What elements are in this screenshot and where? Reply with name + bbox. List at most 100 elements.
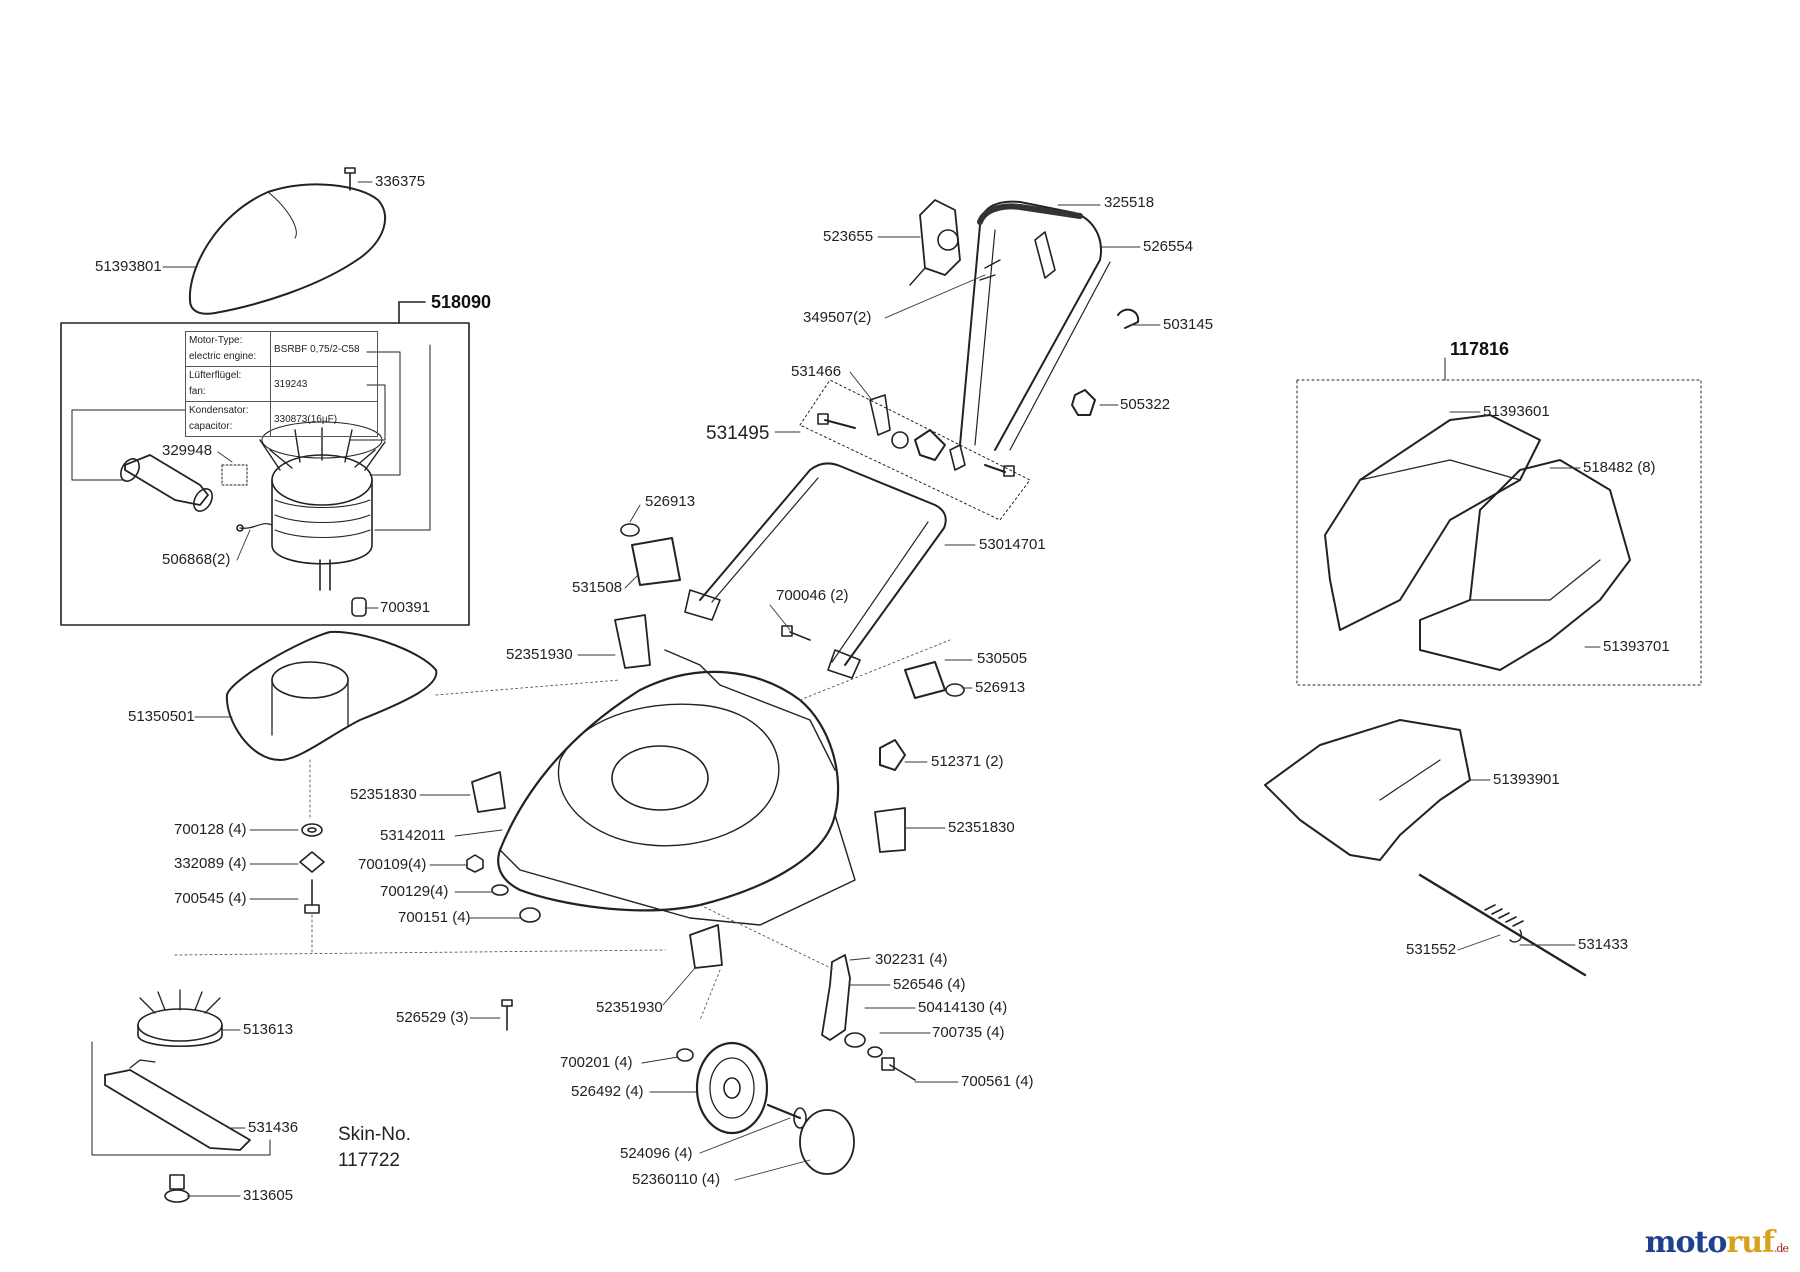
skin-number: Skin-No. 117722 xyxy=(338,1122,411,1174)
part-label: 700561 (4) xyxy=(961,1073,1034,1090)
part-label: 51393901 xyxy=(1493,771,1560,788)
part-label: 52351830 xyxy=(948,819,1015,836)
part-label: 329948 xyxy=(162,442,213,459)
part-label: 526913 xyxy=(975,679,1026,696)
part-label: 531466 xyxy=(791,363,842,380)
motor-housing xyxy=(225,630,438,761)
wheel xyxy=(695,1041,769,1135)
bush-526913 xyxy=(620,523,640,537)
part-label: 336375 xyxy=(375,173,426,190)
part-label: 700129(4) xyxy=(380,883,449,900)
washer-700201 xyxy=(676,1048,694,1062)
part-label: 518482 (8) xyxy=(1583,459,1656,476)
part-label: 526492 (4) xyxy=(571,1083,644,1100)
electric-motor xyxy=(259,421,386,591)
mower-deck xyxy=(497,649,856,926)
part-label: 302231 (4) xyxy=(875,951,948,968)
part-label: 700046 (2) xyxy=(776,587,849,604)
clamp-knob xyxy=(1071,389,1096,416)
part-label: 50414130 (4) xyxy=(918,999,1008,1016)
handle-bolt xyxy=(781,625,811,641)
part-label: 700201 (4) xyxy=(560,1054,633,1071)
grass-deflector xyxy=(1264,719,1471,861)
logo-part-1: moto xyxy=(1644,1225,1728,1260)
washer-700129 xyxy=(491,884,509,896)
bracket-d xyxy=(689,924,723,969)
part-label: 700735 (4) xyxy=(932,1024,1005,1041)
washer-700151 xyxy=(519,907,541,923)
capacitor xyxy=(120,454,213,512)
part-label: 526554 xyxy=(1143,238,1194,255)
part-label: 530505 xyxy=(977,650,1028,667)
part-label: 513613 xyxy=(243,1021,294,1038)
part-label: 53142011 xyxy=(380,827,446,844)
assembly-number-grass-box: 117816 xyxy=(1450,339,1510,359)
part-label: 531433 xyxy=(1578,936,1629,953)
logo-part-2: ruf xyxy=(1726,1225,1775,1260)
grass-box-frame xyxy=(1296,379,1702,686)
part-label: 523655 xyxy=(823,228,874,245)
bolt-700545 xyxy=(304,879,320,914)
spec-value: 319243 xyxy=(270,366,378,402)
bracket-b xyxy=(471,771,506,813)
part-label: 526529 (3) xyxy=(396,1009,469,1026)
motoruf-logo: motoruf.de xyxy=(1644,1225,1789,1260)
part-label: 506868(2) xyxy=(162,551,231,568)
part-label: 700391 xyxy=(380,599,431,616)
skin-number-label: Skin-No. xyxy=(338,1124,411,1145)
motor-spec-table: Motor-Type:electric engine: BSRBF 0,75/2… xyxy=(185,331,378,437)
part-label: 51393801 xyxy=(95,258,162,275)
washer-50414130 xyxy=(844,1032,866,1048)
screw-336375 xyxy=(344,167,356,191)
cable-switch xyxy=(909,199,961,286)
part-label: 51393601 xyxy=(1483,403,1550,420)
part-label: 531552 xyxy=(1406,941,1457,958)
cable-hook xyxy=(1117,308,1140,329)
part-label: 52360110 (4) xyxy=(632,1171,721,1188)
part-label: 700128 (4) xyxy=(174,821,247,838)
grass-box-bottom xyxy=(1419,459,1631,671)
part-label: 313605 xyxy=(243,1187,294,1204)
clamp-531508 xyxy=(631,537,681,586)
part-label: 51393701 xyxy=(1603,638,1670,655)
spec-value: 330873(16µF) xyxy=(270,401,378,437)
bracket-a xyxy=(614,614,651,669)
logo-tld: .de xyxy=(1773,1242,1789,1255)
brush-clip xyxy=(221,464,248,486)
part-label: 503145 xyxy=(1163,316,1214,333)
part-label: 505322 xyxy=(1120,396,1171,413)
part-label: 325518 xyxy=(1104,194,1155,211)
part-label: 53014701 xyxy=(979,536,1046,553)
bracket-c xyxy=(874,807,906,853)
star-knob xyxy=(879,739,906,771)
upper-handle xyxy=(959,200,1111,451)
axle-bolt-700561 xyxy=(881,1057,916,1081)
part-label: 526546 (4) xyxy=(893,976,966,993)
cutting-blade xyxy=(104,1059,251,1151)
blade-adapter xyxy=(137,989,223,1047)
wheel-axle-524096 xyxy=(766,1103,807,1129)
cable-clip xyxy=(1034,231,1056,279)
assembly-number-motor: 518090 xyxy=(431,292,492,312)
part-label: 349507(2) xyxy=(803,309,872,326)
washer-700128 xyxy=(301,823,323,837)
grass-box-top xyxy=(1324,414,1541,631)
part-label: 52351930 xyxy=(506,646,573,663)
spec-row-fan: Lüfterflügel:fan: 319243 xyxy=(185,366,378,402)
part-label: 526913 xyxy=(645,493,696,510)
spec-row-motor-type: Motor-Type:electric engine: BSRBF 0,75/2… xyxy=(185,331,378,367)
part-label: 512371 (2) xyxy=(931,753,1004,770)
part-label: 531495 xyxy=(706,423,770,444)
part-label: 700545 (4) xyxy=(174,890,247,907)
part-label: 52351830 xyxy=(350,786,417,803)
motor-assembly-frame xyxy=(60,322,470,626)
spec-row-capacitor: Kondensator:capacitor: 330873(16µF) xyxy=(185,401,378,437)
washer-700735 xyxy=(867,1046,883,1058)
part-label: 51350501 xyxy=(128,708,195,725)
spec-label-en: electric engine: xyxy=(189,351,257,362)
height-lever xyxy=(821,954,851,1041)
part-label: 700109(4) xyxy=(358,856,427,873)
blade-screw xyxy=(164,1174,190,1203)
